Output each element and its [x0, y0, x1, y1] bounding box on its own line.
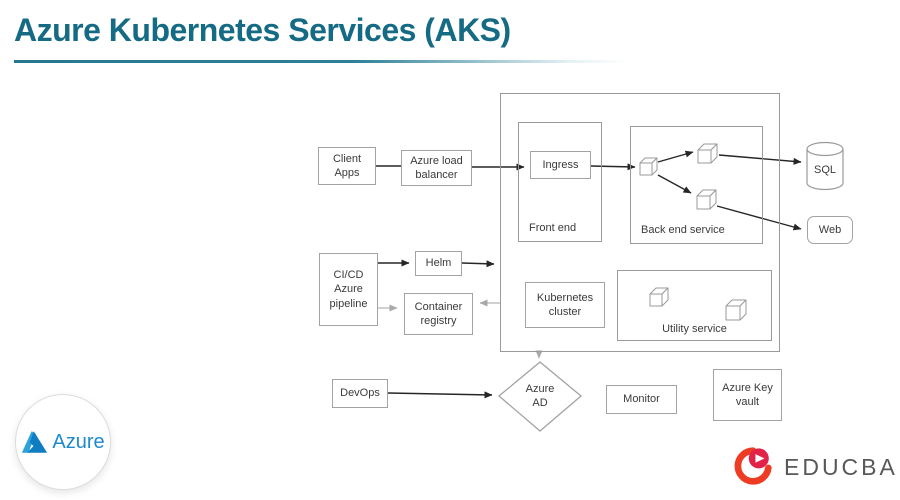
ingress-node: Ingress: [530, 151, 591, 179]
monitor-label: Monitor: [623, 393, 660, 406]
arrow-helm-cluster: [461, 260, 495, 268]
arrow-hub-uppercube: [657, 150, 694, 163]
helm-label: Helm: [425, 257, 452, 270]
cicd-pipeline-node: CI/CD Azure pipeline: [319, 253, 378, 326]
helm-node: Helm: [415, 251, 462, 276]
back-end-service-box: Back end service: [630, 126, 763, 244]
arrow-devops-azuread: [387, 391, 493, 399]
backend-lower-cube-icon: [696, 189, 717, 210]
utility-cube-2-icon: [725, 299, 747, 321]
client-apps-label: Client Apps: [332, 152, 362, 179]
arrow-hub-lowercube: [657, 174, 692, 194]
kubernetes-cluster-label: Kubernetes cluster: [536, 291, 594, 318]
arrows-black: [376, 150, 802, 399]
arrow-ingress-backend: [590, 163, 636, 171]
educba-logo-text: EDUCBA: [784, 453, 898, 480]
utility-service-label: Utility service: [662, 323, 727, 335]
azure-logo-text: Azure: [52, 430, 105, 453]
front-end-box: Front end: [518, 122, 602, 242]
back-end-service-label: Back end service: [641, 224, 725, 236]
kubernetes-cluster-node: Kubernetes cluster: [525, 282, 605, 328]
cube-icons: [639, 143, 747, 321]
azure-ad-label: Azure AD: [525, 383, 555, 410]
ingress-label: Ingress: [542, 158, 579, 171]
devops-node: DevOps: [332, 379, 388, 408]
cicd-pipeline-label: CI/CD Azure pipeline: [329, 269, 368, 310]
arrow-lowercube-web: [716, 205, 802, 231]
azure-ad-diamond: [497, 361, 583, 432]
sql-label: SQL: [813, 164, 836, 176]
cluster-boundary-box: [500, 93, 780, 352]
backend-upper-cube-icon: [697, 143, 718, 164]
key-vault-label: Azure Key vault: [722, 381, 773, 408]
utility-service-box: Utility service: [617, 270, 772, 341]
front-end-label: Front end: [529, 222, 577, 234]
educba-logo: EDUCBA: [733, 445, 898, 489]
page-title: Azure Kubernetes Services (AKS): [14, 12, 511, 48]
title-underline: [14, 60, 632, 63]
container-registry-label: Container registry: [414, 300, 463, 327]
educba-icon: [734, 447, 772, 485]
web-node: Web: [807, 216, 853, 244]
azure-icon: [22, 431, 48, 453]
monitor-node: Monitor: [606, 385, 677, 414]
utility-cube-1-icon: [649, 287, 669, 307]
load-balancer-label: Azure load balancer: [410, 154, 463, 181]
backend-hub-cube-icon: [639, 157, 658, 176]
container-registry-node: Container registry: [404, 293, 473, 335]
load-balancer-node: Azure load balancer: [401, 150, 472, 186]
devops-label: DevOps: [340, 387, 380, 400]
sql-database-icon: [806, 141, 844, 191]
client-apps-node: Client Apps: [318, 147, 376, 185]
arrows-gray: [378, 299, 543, 359]
arrow-uppercube-sql: [718, 154, 802, 165]
key-vault-node: Azure Key vault: [713, 369, 782, 421]
web-label: Web: [818, 223, 842, 236]
azure-logo-badge: Azure: [15, 394, 111, 490]
